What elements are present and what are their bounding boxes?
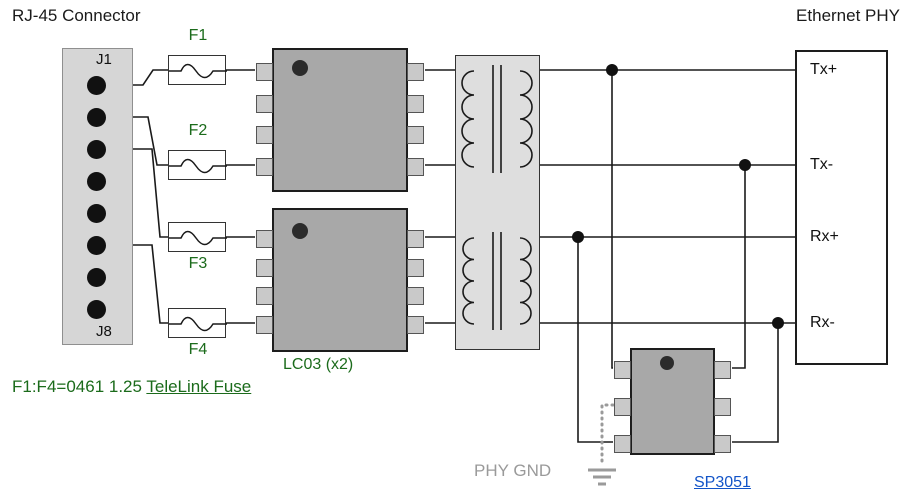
ic-pin — [256, 95, 273, 113]
lc03-label: LC03 (x2) — [283, 356, 354, 373]
rj45-pin — [87, 236, 106, 255]
ic-pin — [256, 126, 273, 144]
ic-pin — [256, 316, 273, 334]
ic-pin — [256, 158, 273, 176]
rj45-pin — [87, 108, 106, 127]
pin1-marker-icon — [292, 223, 308, 239]
rj45-connector: J1 J8 — [62, 48, 133, 345]
fuse-label-f1: F1 — [188, 27, 208, 44]
sp3051-ic — [614, 348, 731, 455]
rj45-pin — [87, 268, 106, 287]
ic-pin — [614, 398, 631, 416]
fuse-symbol-icon — [169, 63, 227, 79]
fuse-f3 — [168, 222, 227, 252]
phy-pin-rxp: Rx+ — [810, 228, 839, 245]
wire-txp-sp3051 — [611, 70, 613, 369]
fuse-note-text: F1:F4=0461 1.25 — [12, 377, 147, 396]
wire-rxp-sp3051 — [577, 237, 613, 443]
ic-pin — [407, 158, 424, 176]
ic-pin — [614, 435, 631, 453]
phy-pin-rxm: Rx- — [810, 314, 835, 331]
ic-pin — [407, 230, 424, 248]
fuse-f2 — [168, 150, 227, 180]
junction-dots — [572, 64, 784, 329]
ic-pin — [256, 63, 273, 81]
pin1-marker-icon — [660, 356, 674, 370]
pin1-marker-icon — [292, 60, 308, 76]
fuse-symbol-icon — [169, 158, 227, 174]
ic-pin — [407, 259, 424, 277]
ethernet-phy-box: Tx+ Tx- Rx+ Rx- — [795, 50, 888, 365]
lc03-ic-2 — [256, 208, 424, 352]
ic-pin — [714, 435, 731, 453]
phy-gnd-label: PHY GND — [474, 461, 552, 480]
junction-dot — [572, 231, 584, 243]
ethernet-phy-title: Ethernet PHY — [796, 6, 900, 25]
sp3051-link[interactable]: SP3051 — [694, 474, 751, 491]
phy-gnd-net — [588, 403, 616, 486]
rj45-pin — [87, 140, 106, 159]
ic-pin — [407, 287, 424, 305]
ic-pin — [407, 126, 424, 144]
ic-pin — [407, 95, 424, 113]
ic-pin — [256, 230, 273, 248]
fuse-label-f2: F2 — [188, 122, 208, 139]
rj45-pin-label-j1: J1 — [96, 51, 112, 68]
wires — [100, 69, 795, 443]
ic-pin — [407, 316, 424, 334]
fuse-label-f3: F3 — [188, 255, 208, 272]
ground-symbol-icon — [588, 468, 616, 486]
wire-rxm-sp3051 — [732, 323, 779, 443]
ic-pin — [407, 63, 424, 81]
ic-pin — [714, 361, 731, 379]
junction-dot — [739, 159, 751, 171]
isolation-transformer — [455, 55, 540, 350]
fuse-f1 — [168, 55, 227, 85]
junction-dot — [606, 64, 618, 76]
ic-pin — [256, 287, 273, 305]
phy-pin-txp: Tx+ — [810, 61, 838, 78]
fuse-label-f4: F4 — [188, 341, 208, 358]
rj45-title: RJ-45 Connector — [12, 6, 141, 25]
fuse-f4 — [168, 308, 227, 338]
wire-txm-sp3051 — [732, 165, 746, 369]
fuse-note: F1:F4=0461 1.25 TeleLink Fuse — [12, 377, 251, 397]
fuse-symbol-icon — [169, 230, 227, 246]
ic-pin — [256, 259, 273, 277]
ic-pin — [614, 361, 631, 379]
junction-dot — [772, 317, 784, 329]
ic-pin — [714, 398, 731, 416]
rj45-pin — [87, 300, 106, 319]
fuse-symbol-icon — [169, 316, 227, 332]
telelink-fuse-link[interactable]: TeleLink Fuse — [146, 377, 252, 396]
transformer-windings-icon — [461, 65, 533, 330]
dotted-ground-wire — [600, 403, 615, 468]
phy-pin-txm: Tx- — [810, 156, 834, 173]
rj45-pin — [87, 172, 106, 191]
rj45-pin — [87, 76, 106, 95]
lc03-ic-1 — [256, 48, 424, 192]
rj45-pin — [87, 204, 106, 223]
rj45-pin-label-j8: J8 — [96, 323, 112, 340]
